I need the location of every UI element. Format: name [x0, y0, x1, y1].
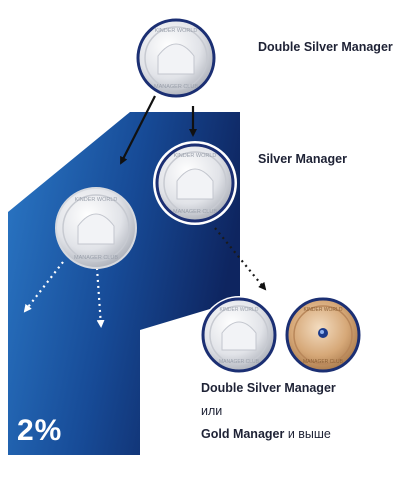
badge-top-text: KINDER WORLD — [220, 307, 259, 313]
badge-bottom-text: MANAGER CLUB — [219, 359, 260, 365]
label-target-rank-2: Gold Manager — [201, 427, 285, 441]
label-target-rank-1: Double Silver Manager — [201, 381, 336, 395]
label-target-rank-2-line: Gold Manager и выше — [201, 427, 331, 441]
badge-bottom-text: MANAGER CLUB — [74, 255, 118, 261]
label-top-rank: Double Silver Manager — [258, 40, 393, 54]
badge-left-silver: KINDER WORLD MANAGER CLUB — [55, 187, 137, 269]
dotted-arrow-left-1 — [23, 261, 64, 313]
badge-target-silver: KINDER WORLD MANAGER CLUB — [200, 296, 278, 374]
dotted-arrow-left-2 — [95, 267, 105, 328]
badge-top-silver: KINDER WORLD MANAGER CLUB — [134, 16, 218, 100]
badge-top-text: KINDER WORLD — [304, 307, 343, 313]
badge-top-text: KINDER WORLD — [155, 28, 198, 34]
badge-bottom-text: MANAGER CLUB — [173, 209, 217, 215]
badge-right-silver: KINDER WORLD MANAGER CLUB — [153, 141, 237, 225]
arrow-to-left-badge — [120, 95, 156, 165]
badge-bottom-text: MANAGER CLUB — [154, 84, 198, 90]
bonus-percent: 2% — [17, 414, 63, 447]
badge-top-text: KINDER WORLD — [75, 197, 118, 203]
badge-top-text: KINDER WORLD — [174, 153, 217, 159]
badge-bottom-text: MANAGER CLUB — [303, 359, 344, 365]
label-second-rank: Silver Manager — [258, 152, 347, 166]
dotted-arrow-right — [214, 227, 267, 291]
label-target-rank-2-suffix: и выше — [287, 427, 331, 441]
badge-target-gold: KINDER WORLD MANAGER CLUB — [284, 296, 362, 374]
label-or: или — [201, 404, 223, 418]
